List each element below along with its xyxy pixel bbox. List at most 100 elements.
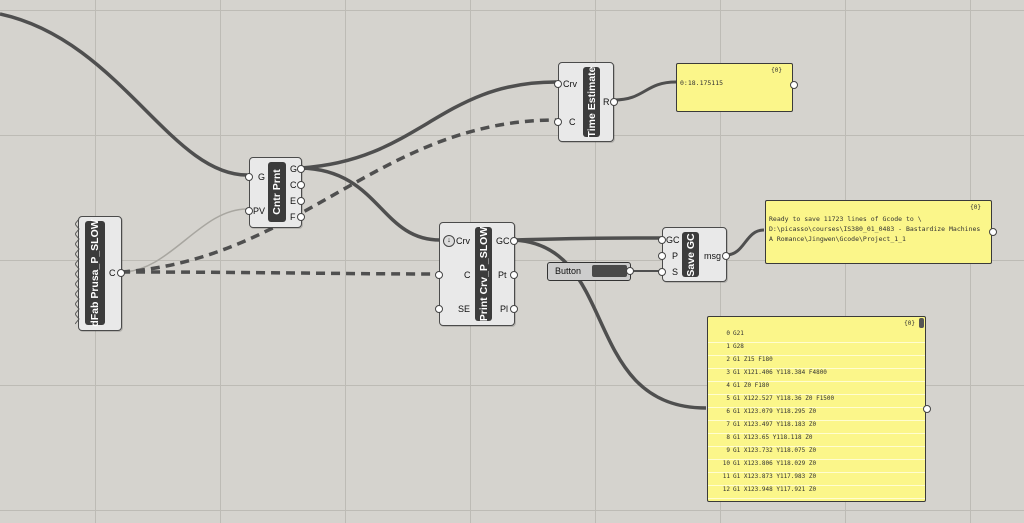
- save-in-gc: GC: [666, 235, 680, 245]
- save-out-msg-grip[interactable]: [722, 252, 730, 260]
- button-component[interactable]: Button: [547, 262, 634, 281]
- list-item-value: G1 X123.65 Y118.118 Z0: [733, 434, 813, 441]
- cntr-title: Cntr Prnt: [271, 169, 283, 215]
- cntr-out-c: C: [290, 180, 297, 190]
- time-in-c: C: [569, 117, 576, 127]
- list-item-index: 10: [722, 460, 730, 467]
- list-item-index: 4: [726, 382, 730, 389]
- list-item-value: G1 Z15 F180: [733, 356, 773, 363]
- save-title: Save GC: [684, 232, 697, 277]
- time-title: Time Estimate: [585, 66, 598, 138]
- dfab-out-c-grip[interactable]: [117, 269, 125, 277]
- time-out-r: R: [603, 97, 610, 107]
- time-panel-out-grip[interactable]: [790, 81, 798, 89]
- print-title-wrap: Print Crv_P_SLOW: [475, 227, 492, 321]
- cntr-out-e: E: [290, 196, 297, 206]
- print-out-gc: GC: [496, 236, 510, 246]
- list-item-index: 1: [726, 343, 730, 350]
- dfab-title-wrap: dFab Prusa_P_SLOW: [85, 219, 105, 327]
- button-label: Button: [555, 266, 582, 276]
- print-in-c: C: [464, 270, 471, 280]
- save-out-msg: msg: [704, 251, 722, 261]
- dfab-title: dFab Prusa_P_SLOW: [89, 219, 101, 327]
- save-in-gc-grip[interactable]: [658, 236, 666, 244]
- list-item-index: 0: [726, 330, 730, 337]
- cntr-out-f-grip[interactable]: [297, 213, 305, 221]
- list-item-value: G21: [733, 330, 744, 337]
- print-out-pt-grip[interactable]: [510, 271, 518, 279]
- time-in-c-grip[interactable]: [554, 118, 562, 126]
- save-in-s-grip[interactable]: [658, 268, 666, 276]
- time-in-crv-grip[interactable]: [554, 80, 562, 88]
- button-out-grip[interactable]: [626, 267, 634, 275]
- list-item-index: 7: [726, 421, 730, 428]
- cntr-in-g: G: [258, 172, 266, 182]
- print-in-crv: Crv: [456, 236, 470, 246]
- list-item-index: 3: [726, 369, 730, 376]
- gcode-panel-count: {0}: [904, 320, 915, 327]
- save-in-s: S: [672, 267, 679, 277]
- print-crv-component[interactable]: ↓ Crv C SE Print Crv_P_SLOW GC Pt Pl: [435, 222, 518, 326]
- list-item-value: G1 X123.873 Y117.983 Z0: [733, 473, 817, 480]
- print-out-pt: Pt: [498, 270, 507, 280]
- cntr-in-g-grip[interactable]: [245, 173, 253, 181]
- print-in-se-grip[interactable]: [435, 305, 443, 313]
- list-item-value: G1 X123.732 Y118.075 Z0: [733, 447, 817, 454]
- dfab-prusa-component[interactable]: dFab Prusa_P_SLOW C: [75, 216, 125, 331]
- list-item-index: 6: [726, 408, 730, 415]
- msg-panel-out-grip[interactable]: [989, 228, 997, 236]
- print-out-pl-grip[interactable]: [510, 305, 518, 313]
- list-item-index: 11: [722, 473, 730, 480]
- expand-arrow-icon[interactable]: ↓: [443, 235, 455, 247]
- list-item-value: G1 X123.079 Y118.295 Z0: [733, 408, 817, 415]
- msg-line-1: Ready to save 11723 lines of Gcode to \: [769, 215, 922, 223]
- list-item-index: 9: [726, 447, 730, 454]
- time-in-crv: Crv: [563, 79, 577, 89]
- msg-panel-count: {0}: [970, 204, 981, 211]
- time-estimate-component[interactable]: Crv C Time Estimate R: [554, 62, 618, 142]
- time-output-panel[interactable]: {0} 0:18.175115: [676, 63, 798, 112]
- list-item-value: G1 X122.527 Y118.36 Z0 F1500: [733, 395, 835, 402]
- print-out-gc-grip[interactable]: [510, 237, 518, 245]
- cntr-out-g-grip[interactable]: [297, 165, 305, 173]
- list-item-index: 8: [726, 434, 730, 441]
- list-item-index: 5: [726, 395, 730, 402]
- panel-scrollbar[interactable]: [919, 318, 924, 328]
- msg-line-3: A Romance\Jingwen\Gcode\Project_1_1: [769, 235, 906, 243]
- message-panel[interactable]: {0} Ready to save 11723 lines of Gcode t…: [765, 200, 997, 264]
- print-in-c-grip[interactable]: [435, 271, 443, 279]
- list-item-index: 2: [726, 356, 730, 363]
- list-item-value: G1 X123.497 Y118.183 Z0: [733, 421, 817, 428]
- list-item-index: 12: [722, 486, 730, 493]
- gcode-panel-out-grip[interactable]: [923, 405, 931, 413]
- msg-line-2: D:\picasso\courses\IS380_01_0483 - Basta…: [769, 225, 981, 233]
- time-title-wrap: Time Estimate: [583, 66, 600, 138]
- cntr-out-g: G: [290, 164, 298, 174]
- cntr-in-pv-grip[interactable]: [245, 207, 253, 215]
- save-in-p-grip[interactable]: [658, 252, 666, 260]
- time-out-r-grip[interactable]: [610, 98, 618, 106]
- time-panel-value: 0:18.175115: [680, 79, 724, 87]
- print-in-se: SE: [458, 304, 471, 314]
- cntr-out-c-grip[interactable]: [297, 181, 305, 189]
- cntr-title-wrap: Cntr Prnt: [268, 162, 286, 222]
- save-title-wrap: Save GC: [682, 232, 699, 277]
- cntr-out-e-grip[interactable]: [297, 197, 305, 205]
- save-gc-component[interactable]: GC P S Save GC msg: [658, 227, 730, 282]
- button-toggle[interactable]: [592, 265, 627, 277]
- cntr-prnt-component[interactable]: G PV Cntr Prnt G C E F: [245, 157, 305, 228]
- list-item-value: G1 X121.406 Y118.384 F4800: [733, 369, 827, 376]
- print-out-pl: Pl: [500, 304, 509, 314]
- time-panel-count: {0}: [771, 67, 782, 74]
